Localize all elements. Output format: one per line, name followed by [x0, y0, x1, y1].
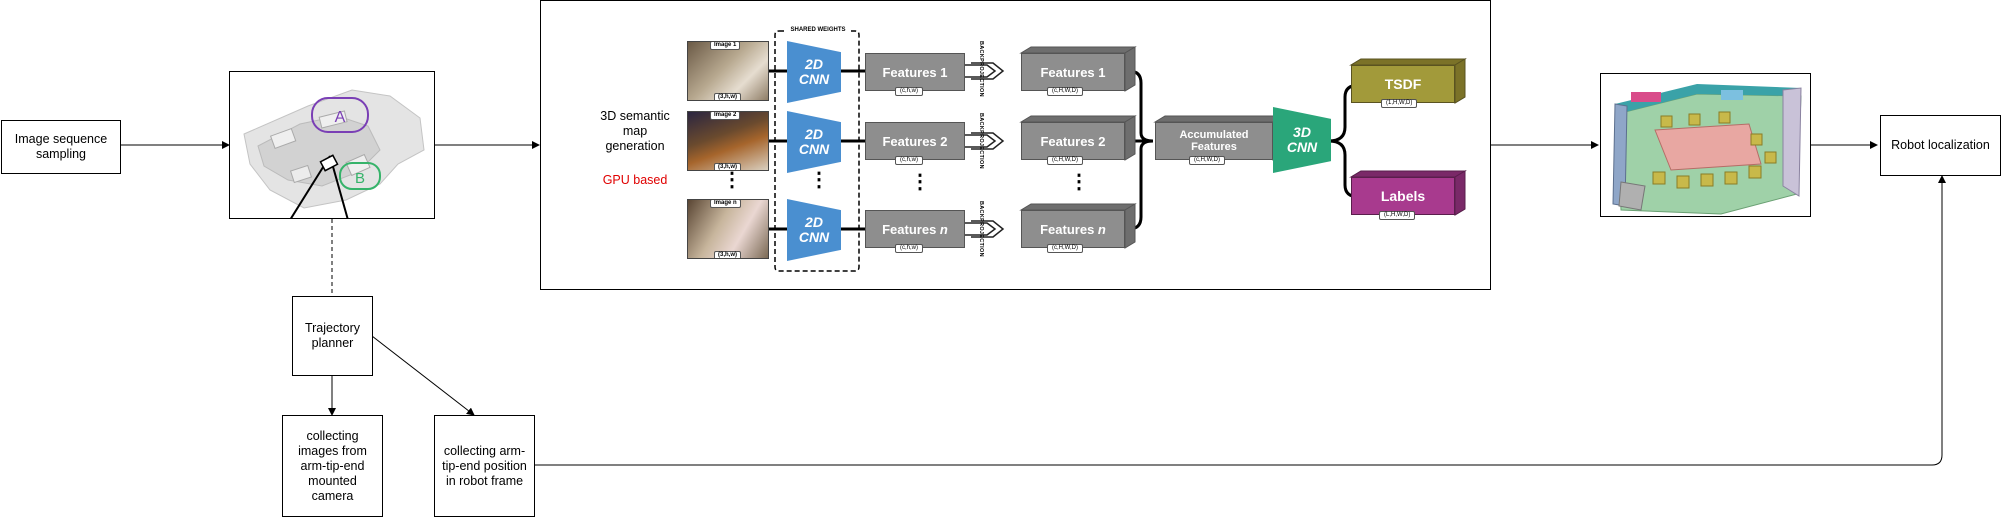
cnn3d-line-a: 3D	[1293, 124, 1311, 140]
scan-marker-b-outline	[339, 162, 381, 190]
accumulated-line-b: Features	[1191, 141, 1237, 153]
scan-marker-b: B	[355, 170, 365, 187]
input-image-2: Image 2 (3,h,w)	[687, 111, 769, 171]
features3d-2-label: Features 2	[1040, 133, 1106, 149]
semantic-map-panel: 3D semantic map generation GPU based SHA…	[540, 0, 1491, 290]
features3d-n-index: n	[1097, 221, 1106, 237]
features3d-ellipsis: ⋮	[1069, 171, 1089, 193]
features3d-1-dims: (c,H,W,D)	[1047, 87, 1083, 96]
cnn3d-line-b: CNN	[1286, 139, 1318, 155]
arrow-position-to-localization	[535, 175, 1946, 466]
cnn2d-1-line-b: CNN	[798, 71, 830, 87]
input-image-n: Image n (3,h,w)	[687, 199, 769, 259]
arrow-planner-to-position	[371, 335, 475, 416]
shared-weights-label: SHARED WEIGHTS	[785, 27, 851, 34]
accumulated-dims: (c,H,W,D)	[1189, 156, 1225, 165]
features2d-1-dims: (c,h,w)	[895, 87, 923, 96]
labels-label: Labels	[1380, 188, 1426, 204]
accumulated-line-a: Accumulated	[1179, 129, 1249, 141]
features3d-n-dims: (c,H,W,D)	[1047, 244, 1083, 253]
semantic-map-title: 3D semantic map generation	[600, 109, 670, 153]
semantic-room-render	[1612, 84, 1802, 215]
labels-block: Labels	[1351, 177, 1455, 215]
scan-map-panel: A B	[229, 71, 435, 219]
image-1-dims: (3,h,w)	[714, 93, 741, 100]
features3d-n-prefix: Features	[1040, 221, 1098, 237]
trajectory-planner-node: Trajectory planner	[292, 296, 373, 376]
features2d-2-label: Features 2	[882, 133, 948, 149]
cnn2d-n-line-b: CNN	[798, 229, 830, 245]
cnn2d-2-line-a: 2D	[805, 126, 823, 142]
features3d-2-dims: (c,H,W,D)	[1047, 156, 1083, 165]
image-2-dims: (3,h,w)	[714, 163, 741, 170]
gpu-note: GPU based	[602, 173, 668, 187]
trajectory-planner-label: Trajectory planner	[304, 321, 361, 350]
scan-marker-a-outline	[311, 97, 369, 133]
input-image-1: Image 1 (3,h,w)	[687, 41, 769, 101]
image-2-label: Image 2	[710, 112, 741, 120]
tsdf-block: TSDF	[1351, 65, 1455, 103]
collect-position-node: collecting arm-tip-end position in robot…	[434, 415, 535, 517]
features2d-2-dims: (c,h,w)	[895, 156, 923, 165]
features2d-1-label: Features 1	[882, 64, 948, 80]
features2d-block-1: Features 1	[865, 53, 965, 91]
cnn2d-n-line-a: 2D	[805, 214, 823, 230]
scan-marker-a: A	[335, 109, 346, 126]
backprojection-label-2: BACKPROJECTION	[978, 113, 984, 169]
features2d-block-n: Features n	[865, 210, 965, 248]
cnn2d-2-line-b: CNN	[798, 141, 830, 157]
image-n-dims: (3,h,w)	[714, 251, 741, 258]
robot-localization-label: Robot localization	[1891, 138, 1990, 152]
features2d-n-dims: (c,h,w)	[895, 244, 923, 253]
features3d-block-n: Features n	[1021, 210, 1125, 248]
collect-images-label: collecting images from arm-tip-end mount…	[298, 428, 367, 503]
cnn2d-1-line-a: 2D	[805, 56, 823, 72]
labels-dims: (L,H,W,D)	[1379, 211, 1416, 220]
collect-position-label: collecting arm-tip-end position in robot…	[442, 443, 527, 488]
room-scan-illustration: A B	[243, 89, 425, 218]
collect-images-node: collecting images from arm-tip-end mount…	[282, 415, 383, 517]
features2d-n-prefix: Features	[882, 221, 940, 237]
features3d-block-1: Features 1	[1021, 53, 1125, 91]
features3d-block-2: Features 2	[1021, 122, 1125, 160]
tsdf-label: TSDF	[1384, 76, 1422, 92]
feature3d-cube-shading	[1019, 46, 1467, 249]
backprojection-label-n: BACKPROJECTION	[978, 201, 984, 257]
tsdf-dims: (1,H,W,D)	[1381, 99, 1418, 108]
semantic-room-panel	[1600, 73, 1811, 217]
image-1-label: Image 1	[710, 42, 741, 50]
image-sequence-sampling-label: Image sequence sampling	[14, 132, 108, 161]
image-n-label: Image n	[710, 200, 741, 208]
image-sequence-sampling-node: Image sequence sampling	[1, 120, 121, 174]
features3d-1-label: Features 1	[1040, 64, 1106, 80]
backprojection-label-1: BACKPROJECTION	[978, 41, 984, 97]
robot-localization-node: Robot localization	[1880, 115, 2001, 176]
features2d-n-index: n	[939, 221, 948, 237]
